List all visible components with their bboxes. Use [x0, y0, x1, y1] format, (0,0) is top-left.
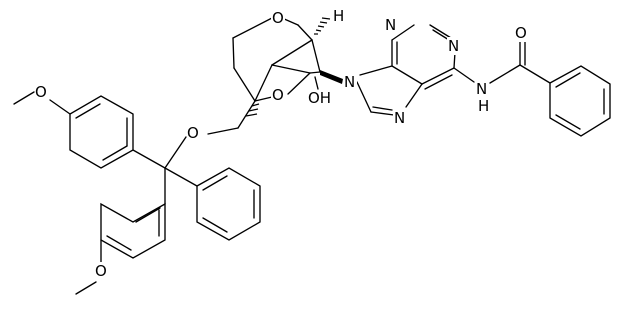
bond: [164, 167, 198, 187]
carbonyl-oxygen-label: O: [515, 24, 527, 42]
bond: [429, 24, 452, 39]
methoxy-oxygen-top-label: O: [35, 83, 47, 101]
bond: [254, 64, 273, 102]
bond: [164, 136, 187, 169]
methoxy-oxygen-bottom-label: O: [95, 262, 107, 280]
bond: [232, 17, 273, 39]
anisyl-ring-top: [69, 95, 134, 169]
bond: [555, 114, 581, 130]
bond: [49, 99, 71, 115]
purine-ring: N N N N: [343, 16, 475, 127]
bond: [555, 72, 581, 88]
bond: [254, 96, 273, 102]
bond: [309, 71, 321, 74]
bond: [207, 127, 239, 135]
wedge-bond: [320, 70, 343, 84]
purine-n9-label: N: [344, 73, 355, 91]
hashed-bond: [314, 17, 331, 35]
bond: [519, 64, 551, 84]
bond: [75, 281, 97, 295]
bond: [106, 235, 132, 251]
bond: [271, 39, 313, 66]
bond: [453, 67, 475, 83]
bond: [391, 65, 423, 85]
purine-n7-label: N: [394, 109, 405, 127]
bond: [314, 76, 319, 90]
purine-n1-label: N: [448, 37, 459, 55]
bond: [311, 39, 321, 73]
bond: [233, 67, 256, 102]
bond: [287, 72, 311, 95]
bond: [75, 103, 101, 119]
bond: [356, 81, 372, 113]
phenyl-ring: [196, 167, 261, 241]
bond: [13, 91, 35, 105]
bond: [135, 207, 161, 223]
bond: [370, 111, 395, 116]
bond: [372, 106, 393, 111]
bond: [421, 67, 455, 85]
bridge-oxygen-label: O: [272, 86, 284, 104]
bond: [405, 83, 423, 108]
bridgehead-h-label: H: [333, 7, 344, 25]
bond: [432, 29, 450, 41]
purine-n3-label: N: [385, 16, 396, 34]
bond: [297, 24, 313, 41]
anisyl-ring-bottom: [100, 202, 166, 259]
bond: [232, 37, 235, 69]
bond: [271, 64, 311, 74]
bond: [102, 145, 128, 161]
amide-h-label: H: [478, 97, 489, 115]
bond: [359, 65, 393, 76]
bond: [489, 64, 521, 84]
bond: [202, 217, 228, 233]
bond: [202, 175, 228, 191]
dmt-group: O O O: [13, 83, 261, 295]
bond: [391, 24, 415, 41]
hydroxyl-label: OH: [308, 89, 331, 107]
ether-oxygen-label: O: [187, 124, 199, 142]
benzamide-group: N H O: [475, 24, 611, 137]
benzene-ring: [549, 65, 611, 137]
hashed-bond: [245, 103, 260, 117]
sugar-core: O H O OH: [207, 7, 346, 135]
amide-n-label: N: [476, 80, 487, 98]
bond: [132, 149, 166, 169]
ring-oxygen-label: O: [272, 9, 284, 27]
bond: [424, 74, 453, 90]
